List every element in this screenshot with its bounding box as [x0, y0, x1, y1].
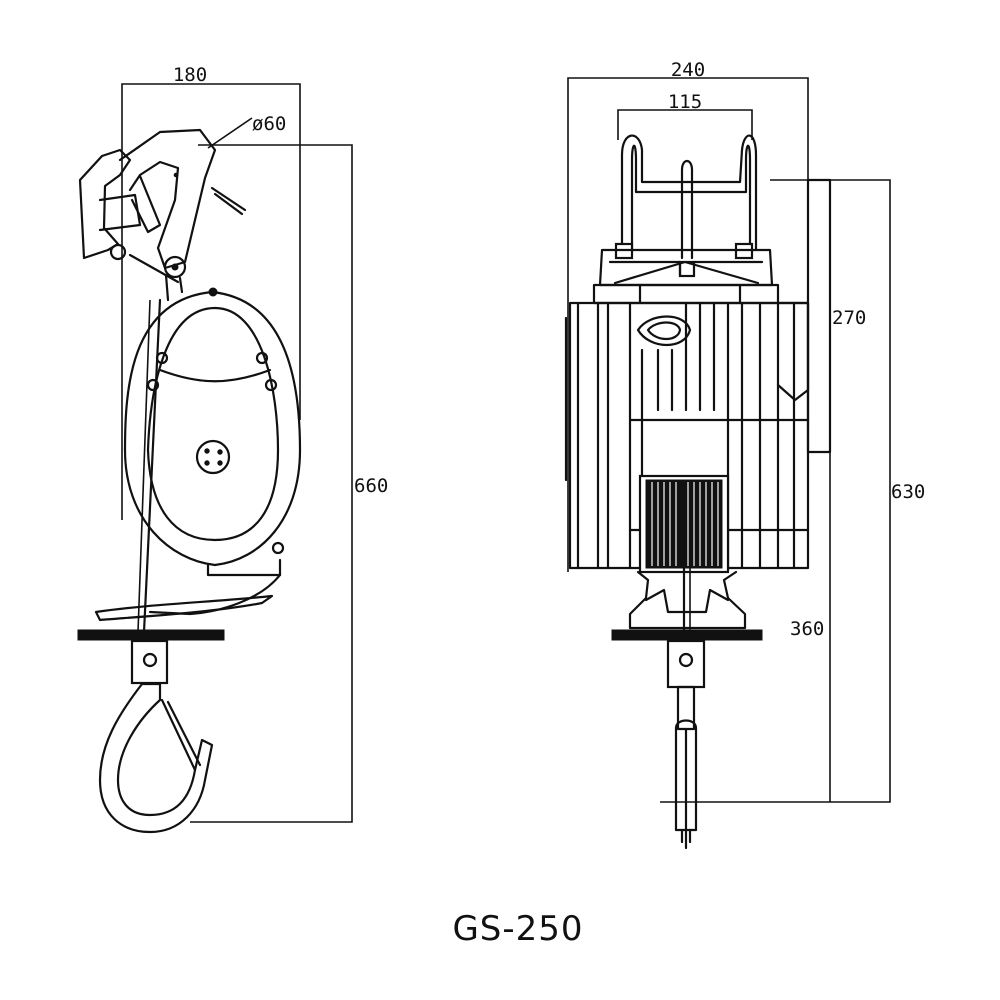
bottom-hook [98, 639, 214, 834]
top-hook [78, 128, 247, 302]
side-height-dimension: 660 [354, 475, 388, 497]
side-base-plate [77, 629, 225, 641]
stop-arm [94, 594, 274, 622]
pulley-block [123, 287, 302, 616]
front-lower-dimension: 360 [790, 618, 824, 640]
front-view: 240 115 270 630 360 [564, 59, 925, 850]
side-diameter-dimension: ø60 [252, 113, 286, 135]
suspension-bracket [614, 134, 758, 278]
motor-body [564, 301, 810, 570]
front-hook [666, 639, 706, 850]
front-inner-width-dimension: 115 [668, 91, 702, 113]
front-upper-dimension: 270 [832, 307, 866, 329]
front-base-plate [611, 629, 763, 641]
rope-guide [628, 538, 747, 642]
side-dimension-lines [121, 83, 353, 823]
switch-box [806, 178, 832, 454]
side-view: 180 ø60 660 [77, 64, 388, 834]
model-label: GS-250 [452, 909, 583, 949]
side-width-dimension: 180 [173, 64, 207, 86]
front-total-dimension: 630 [891, 481, 925, 503]
side-wire-rope [137, 298, 162, 634]
front-width-dimension: 240 [671, 59, 705, 81]
